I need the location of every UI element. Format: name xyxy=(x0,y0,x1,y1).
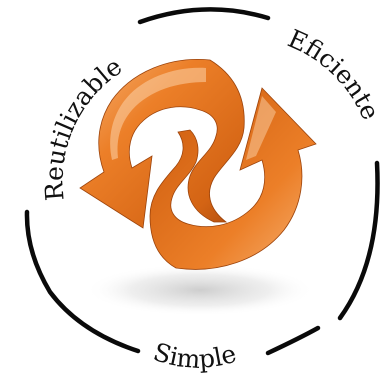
recycle-arrows-icon xyxy=(79,58,317,270)
label-simple-text: Simple xyxy=(150,337,239,374)
ring-arc-right xyxy=(337,160,380,321)
label-simple: Simple xyxy=(150,337,239,374)
arrow-right-highlight xyxy=(246,96,276,160)
ring xyxy=(24,7,380,356)
arrow-right xyxy=(149,87,317,270)
label-eficiente: Eficiente xyxy=(284,24,386,124)
ring-arc-top xyxy=(137,7,271,25)
ground-shadow xyxy=(85,264,315,316)
ring-arc-bottom-right xyxy=(265,325,321,356)
ring-arc-bottom xyxy=(24,209,141,354)
label-eficiente-text: Eficiente xyxy=(284,24,386,124)
arrow-left xyxy=(79,58,245,229)
arrow-left-highlight xyxy=(110,67,206,160)
